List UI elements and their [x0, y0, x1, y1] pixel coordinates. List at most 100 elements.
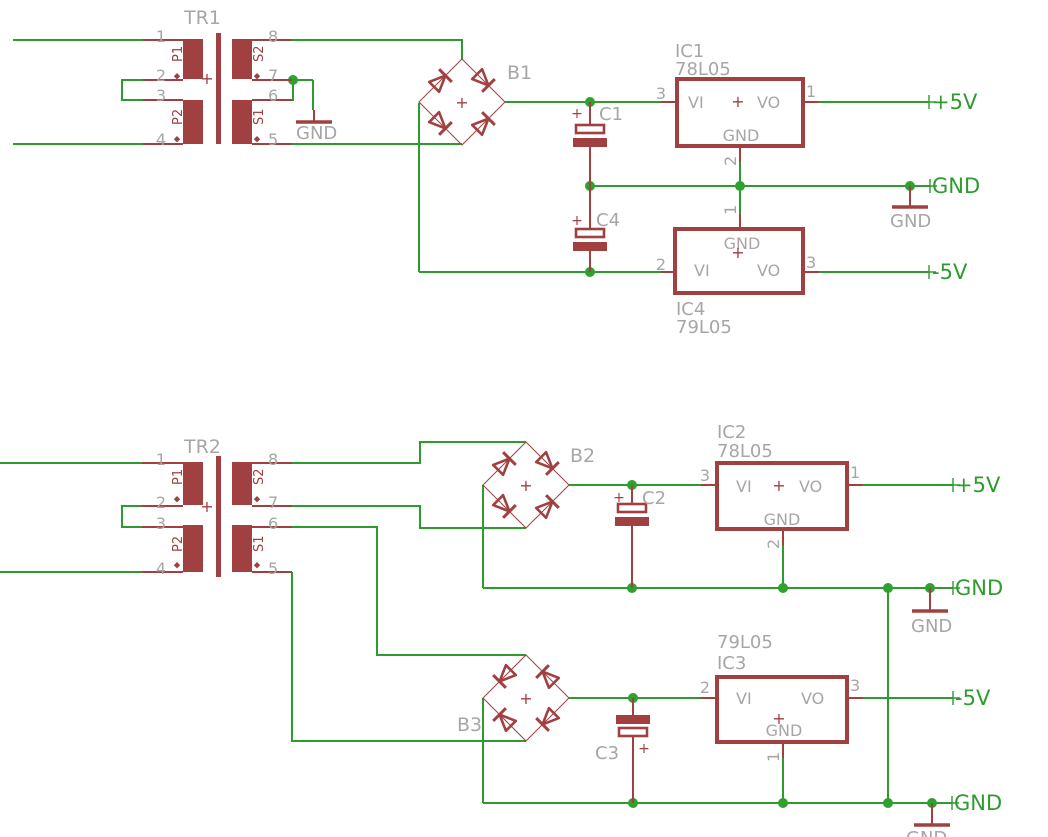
reg-vi-label: VI [736, 477, 752, 496]
pin-number: 7 [268, 493, 278, 512]
pin-number: 7 [268, 66, 278, 85]
gnd-symbol-label: GND [890, 211, 931, 232]
gnd-symbol-label: GND [296, 123, 337, 144]
net-wire[interactable] [291, 572, 526, 742]
winding-s1 [232, 525, 252, 572]
refdes-ic3: IC3 [717, 653, 746, 674]
regulator-ic1[interactable]: VI + VO GND IC1 78L05 3 1 2 [656, 41, 819, 166]
refdes-c1: C1 [599, 104, 623, 125]
winding-s2 [232, 462, 252, 505]
winding-p2 [183, 100, 203, 144]
reg-vi-label: VI [736, 689, 752, 708]
net-wire[interactable] [292, 526, 526, 656]
transformer-plus-mark: + [200, 497, 213, 516]
capacitor-c3[interactable]: + C3 [595, 698, 650, 803]
regulator-ic3[interactable]: VI VO + GND 79L05 IC3 2 3 1 [700, 632, 863, 762]
net-wires[interactable] [0, 39, 953, 804]
reg-plus-mark: + [731, 92, 744, 111]
pin-number: 1 [156, 27, 166, 46]
winding-label-s1: S1 [252, 535, 267, 552]
value-ic3: 79L05 [717, 632, 773, 653]
gnd-symbol-label: GND [906, 828, 947, 837]
transformer-tr1[interactable]: + P1 P2 S2 S1 TR1 1 8 2 7 3 6 4 5 [143, 7, 292, 149]
cap-plus-mark: + [571, 213, 583, 229]
bridge-rectifier-b2[interactable]: + [482, 441, 570, 529]
winding-s1 [232, 100, 252, 144]
junction-dot [883, 798, 893, 808]
reg-gnd-label: GND [766, 721, 803, 740]
pin-number: 2 [700, 678, 710, 697]
capacitor-c2[interactable]: + C2 [613, 485, 666, 588]
value-ic1: 78L05 [675, 59, 731, 80]
gnd-symbol[interactable]: GND [906, 803, 950, 837]
capacitor-c1[interactable]: + C1 [571, 102, 623, 186]
junction-dot [735, 181, 745, 191]
pin-number: 2 [156, 66, 166, 85]
pin-number: 5 [268, 130, 278, 149]
gnd-symbol[interactable]: GND [296, 110, 337, 144]
capacitor-c4[interactable]: + C4 [571, 186, 620, 272]
net-wire[interactable] [292, 39, 463, 60]
reg-vo-label: VO [801, 689, 824, 708]
value-ic2: 78L05 [717, 441, 773, 462]
cap-plus-mark: + [613, 490, 625, 506]
pin-number: 1 [156, 450, 166, 469]
pin-number: 1 [764, 752, 783, 762]
regulator-ic4[interactable]: GND + VI VO IC4 79L05 1 2 3 [656, 205, 819, 338]
reg-gnd-label: GND [764, 510, 801, 529]
reg-gnd-label: GND [724, 234, 761, 253]
net-wire[interactable] [121, 505, 142, 528]
net-label-plus5v[interactable]: +5V [932, 90, 978, 114]
transformer-tr2[interactable]: + P1 P2 S2 S1 TR2 1 8 2 7 3 6 4 5 [142, 436, 292, 578]
pin-number: 6 [268, 86, 278, 105]
refdes-tr1: TR1 [183, 7, 221, 29]
bridge-rectifier-b3[interactable]: + [482, 654, 570, 742]
transformer-core [216, 456, 221, 577]
transformer-core [216, 33, 221, 144]
transformer-plus-mark: + [200, 69, 213, 88]
pin-number: 5 [268, 559, 278, 578]
winding-p2 [183, 525, 203, 572]
refdes-c4: C4 [596, 210, 620, 231]
winding-label-s2: S2 [252, 468, 267, 485]
junction-dot [288, 75, 298, 85]
pin-number: 3 [700, 466, 710, 485]
winding-label-p2: P2 [171, 536, 186, 552]
regulator-ic2[interactable]: VI + VO GND IC2 78L05 3 1 2 [700, 422, 863, 549]
pin-number: 2 [764, 539, 783, 549]
cap-plus-mark: + [638, 741, 650, 757]
reg-vi-label: VI [688, 93, 704, 112]
net-label-minus5v[interactable]: -5V [932, 260, 968, 284]
refdes-b2: B2 [570, 445, 595, 467]
junction-dot [883, 583, 893, 593]
refdes-tr2: TR2 [183, 436, 221, 458]
bridge-plus-mark: + [455, 93, 468, 112]
net-wire[interactable] [292, 441, 526, 464]
gnd-symbol-label: GND [911, 616, 952, 637]
refdes-ic1: IC1 [675, 41, 704, 62]
pin-number: 3 [156, 514, 166, 533]
gnd-symbol[interactable]: GND [890, 186, 931, 232]
net-label-plus5v[interactable]: +5V [955, 473, 1001, 497]
bridge-plus-mark: + [519, 689, 532, 708]
net-label-minus5v[interactable]: -5V [955, 686, 991, 710]
net-wire[interactable] [292, 505, 526, 529]
net-label-gnd[interactable]: GND [955, 576, 1003, 600]
pin-number: 3 [850, 676, 860, 695]
winding-label-s2: S2 [252, 45, 267, 62]
pin-number: 4 [156, 130, 166, 149]
reg-vi-label: VI [694, 261, 710, 280]
gnd-symbol[interactable]: GND [911, 588, 952, 637]
bridge-rectifier-b1[interactable]: + [418, 58, 506, 146]
reg-plus-mark: + [772, 476, 785, 495]
pin-number: 3 [156, 86, 166, 105]
reg-plus-mark: + [731, 243, 744, 262]
winding-label-p1: P1 [171, 469, 186, 485]
reg-vo-label: VO [757, 261, 780, 280]
net-label-gnd[interactable]: GND [932, 174, 980, 198]
net-label-gnd[interactable]: GND [954, 791, 1002, 815]
pin-number: 1 [721, 205, 740, 215]
net-wire[interactable] [121, 79, 143, 101]
